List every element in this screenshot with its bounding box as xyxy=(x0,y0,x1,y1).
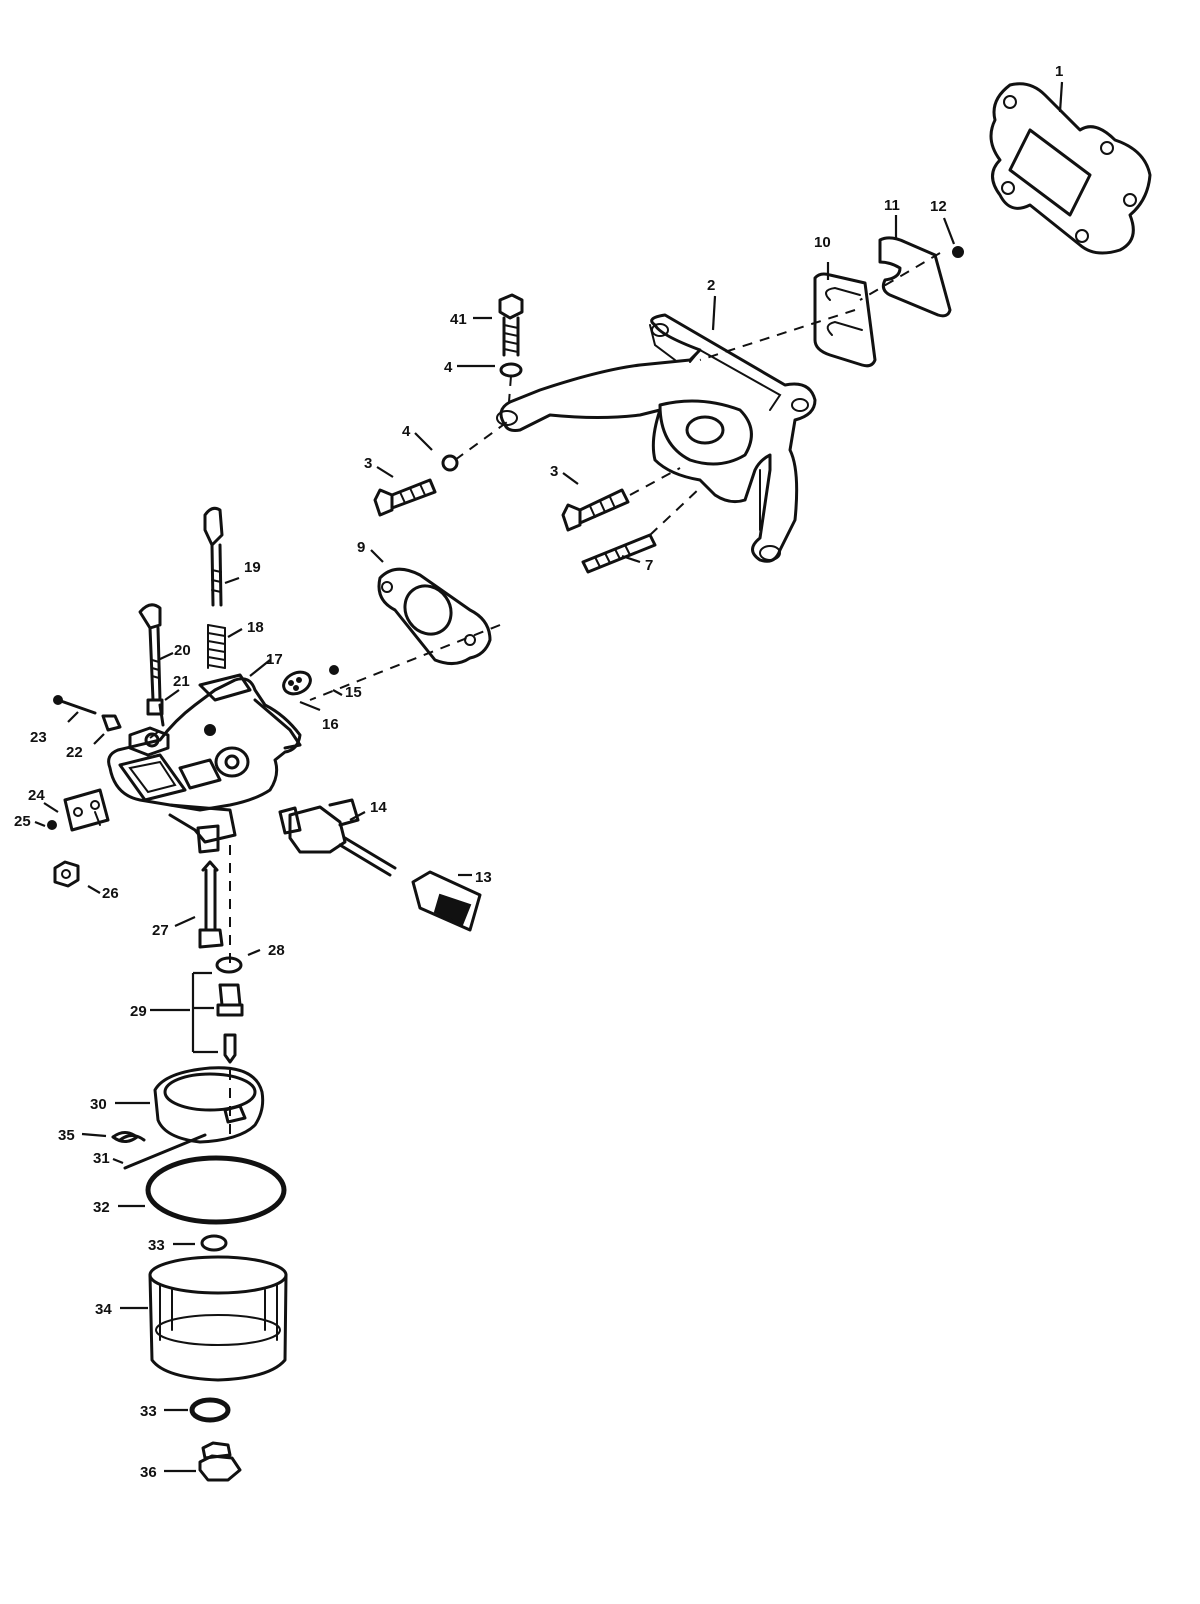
part-3-bolt-right xyxy=(561,488,630,532)
part-3-bolt-left xyxy=(373,478,437,517)
callout-15: 15 xyxy=(345,684,362,701)
callout-3-right: 3 xyxy=(550,463,558,480)
part-15-screw xyxy=(329,665,339,675)
callout-3-left: 3 xyxy=(364,455,372,472)
callout-13: 13 xyxy=(475,869,492,886)
callout-labels: 1 2 10 11 12 41 4 4 3 3 7 9 19 18 20 17 … xyxy=(14,63,1063,1481)
callout-4-mid: 4 xyxy=(402,423,411,440)
part-29-needle-seat xyxy=(191,971,244,1064)
callout-4-top: 4 xyxy=(444,359,453,376)
part-41-bolt xyxy=(498,293,524,357)
part-36-plug xyxy=(198,1441,242,1482)
callout-17: 17 xyxy=(266,651,283,668)
callout-7: 7 xyxy=(645,557,653,574)
part-35-spring xyxy=(111,1131,146,1143)
callout-36: 36 xyxy=(140,1464,157,1481)
callout-19: 19 xyxy=(244,559,261,576)
callout-16: 16 xyxy=(322,716,339,733)
part-32-gasket xyxy=(145,1155,287,1225)
part-4-lockwasher xyxy=(441,454,459,472)
part-4-washer-top xyxy=(499,362,523,378)
callout-32: 32 xyxy=(93,1199,110,1216)
part-20-needle xyxy=(138,603,164,716)
callout-23: 23 xyxy=(30,729,47,746)
callout-35: 35 xyxy=(58,1127,75,1144)
callout-33-lower: 33 xyxy=(140,1403,157,1420)
part-1-gasket xyxy=(989,82,1152,255)
part-22-nut xyxy=(101,714,122,732)
callout-26: 26 xyxy=(102,885,119,902)
callout-12: 12 xyxy=(930,198,947,215)
callout-24: 24 xyxy=(28,787,45,804)
part-9-gasket xyxy=(377,567,492,665)
callout-9: 9 xyxy=(357,539,365,556)
callout-22: 22 xyxy=(66,744,83,761)
callout-1: 1 xyxy=(1055,63,1063,80)
part-33-washer-lower xyxy=(189,1397,231,1423)
carburetor-body xyxy=(107,673,302,854)
callout-29: 29 xyxy=(130,1003,147,1020)
callout-21: 21 xyxy=(173,673,190,690)
part-25-screw xyxy=(47,820,57,830)
assembly-lines xyxy=(149,252,941,1140)
callout-11: 11 xyxy=(884,197,900,214)
callout-10: 10 xyxy=(814,234,831,251)
callout-33-upper: 33 xyxy=(148,1237,165,1254)
callout-28: 28 xyxy=(268,942,285,959)
part-19-needle xyxy=(203,506,224,607)
part-13-fitting xyxy=(411,870,482,932)
part-34-bowl xyxy=(148,1255,288,1382)
part-18-spring xyxy=(207,624,226,669)
callout-30: 30 xyxy=(90,1096,107,1113)
part-30-float xyxy=(153,1066,265,1144)
part-2-manifold xyxy=(496,313,817,563)
part-10-reed-plate xyxy=(813,272,877,368)
leader-lines xyxy=(34,81,1064,1473)
callout-14: 14 xyxy=(370,799,387,816)
part-14-needle-assembly xyxy=(278,798,397,877)
callout-25: 25 xyxy=(14,813,31,830)
callout-27: 27 xyxy=(152,922,169,939)
callout-18: 18 xyxy=(247,619,264,636)
callout-41: 41 xyxy=(450,311,467,328)
callout-34: 34 xyxy=(95,1301,112,1318)
part-31-pin xyxy=(123,1133,207,1170)
part-27-nozzle xyxy=(198,860,224,949)
part-16-plate xyxy=(282,670,312,696)
part-7-stud xyxy=(581,533,657,574)
callout-31: 31 xyxy=(93,1150,110,1167)
part-24-plate xyxy=(63,788,110,832)
part-11-reed-stop xyxy=(878,236,952,318)
part-26-nut xyxy=(53,860,80,888)
part-23-screw xyxy=(53,695,97,715)
callout-2: 2 xyxy=(707,277,715,294)
part-33-washer-upper xyxy=(200,1234,228,1252)
callout-20: 20 xyxy=(174,642,191,659)
part-12-screw xyxy=(952,246,964,258)
